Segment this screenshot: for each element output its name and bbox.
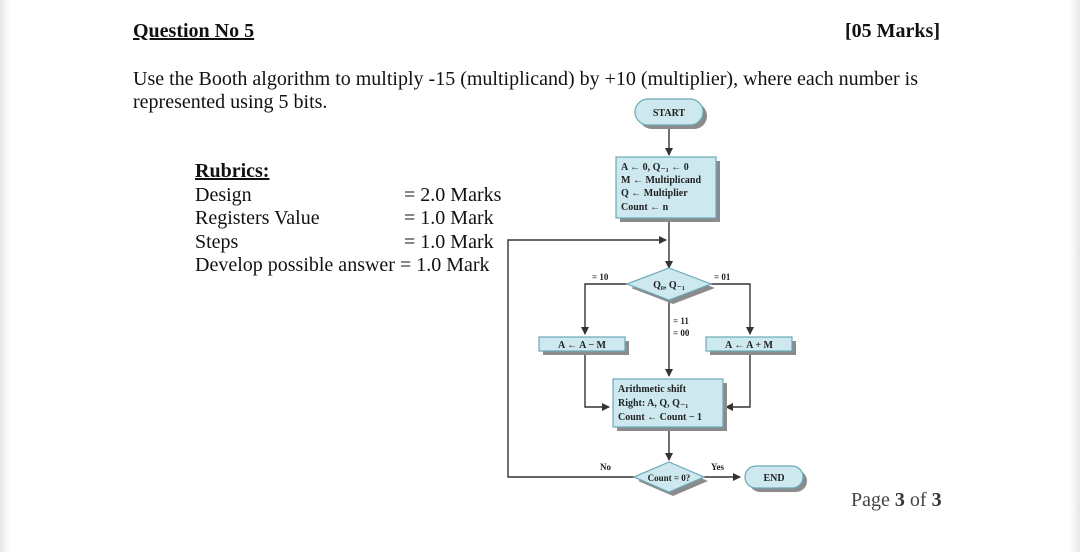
- decision-count-label: Count = 0?: [648, 473, 691, 483]
- label-11: = 11: [673, 316, 689, 326]
- init-box: A ← 0, Q₋₁ ← 0 M ← Multiplicand Q ← Mult…: [615, 156, 720, 222]
- start-label: START: [653, 108, 686, 119]
- connector-sub-shift: [584, 352, 610, 411]
- label-01: = 01: [714, 272, 731, 282]
- end-node: END: [744, 465, 807, 492]
- question-marks: [05 Marks]: [845, 20, 940, 42]
- label-00: = 00: [673, 328, 690, 338]
- rubric-row: Design = 2.0 Marks: [195, 183, 501, 208]
- connector-branch-01: [711, 283, 754, 335]
- subtract-label: A ← A − M: [558, 340, 606, 351]
- init-line: M ← Multiplicand: [621, 175, 701, 186]
- end-label: END: [763, 473, 784, 484]
- add-label: A ← A + M: [725, 340, 773, 351]
- connector-branch-10: [581, 283, 627, 335]
- rubric-row: Registers Value = 1.0 Mark: [195, 207, 494, 231]
- rubric-value: = 1.0 Mark: [399, 254, 490, 276]
- label-yes: Yes: [711, 462, 724, 472]
- rubric-label: Design: [195, 183, 252, 206]
- decision-q-bits: Q₀, Q₋₁: [625, 267, 715, 304]
- add-box: A ← A + M: [705, 336, 796, 355]
- page-current: 3: [894, 489, 905, 511]
- init-line: Count ← n: [621, 202, 669, 213]
- rubric-row: Develop possible answer = 1.0 Mark: [195, 254, 490, 278]
- label-no: No: [600, 462, 611, 472]
- shift-line: Right: A, Q, Q₋₁: [618, 398, 688, 409]
- connector-add-shift: [725, 352, 751, 411]
- rubric-label: Develop possible answer: [195, 254, 395, 276]
- label-10: = 10: [592, 272, 609, 282]
- page-total: 3: [931, 489, 942, 511]
- page-edge-left: [0, 0, 10, 552]
- decision-q-label: Q₀, Q₋₁: [653, 280, 685, 291]
- start-node: START: [634, 98, 707, 129]
- rubrics-heading: Rubrics:: [195, 160, 270, 182]
- init-line: A ← 0, Q₋₁ ← 0: [621, 162, 689, 173]
- rubric-value: = 1.0 Mark: [404, 230, 494, 253]
- page-number: Page 3 of 3: [851, 489, 942, 512]
- rubric-row: Steps = 1.0 Mark: [195, 230, 494, 255]
- shift-line: Arithmetic shift: [618, 384, 687, 395]
- rubric-value: = 2.0 Marks: [404, 183, 502, 206]
- connector-loop-back: [507, 236, 667, 478]
- decision-count: Count = 0?: [632, 461, 708, 496]
- page-of: of: [909, 489, 927, 511]
- rubric-label: Steps: [195, 230, 239, 253]
- rubric-label: Registers Value: [195, 207, 320, 229]
- shift-line: Count ← Count − 1: [618, 412, 702, 423]
- page-prefix: Page: [851, 489, 890, 511]
- init-line: Q ← Multiplier: [621, 188, 688, 199]
- rubrics-block: Rubrics: Design = 2.0 Marks Registers Va…: [195, 160, 501, 278]
- subtract-box: A ← A − M: [538, 336, 629, 355]
- question-text: Use the Booth algorithm to multiply -15 …: [133, 68, 919, 113]
- question-title: Question No 5: [133, 20, 255, 42]
- shift-box: Arithmetic shift Right: A, Q, Q₋₁ Count …: [612, 378, 727, 431]
- page-edge-right: [1070, 0, 1080, 552]
- rubric-value: = 1.0 Mark: [404, 207, 494, 229]
